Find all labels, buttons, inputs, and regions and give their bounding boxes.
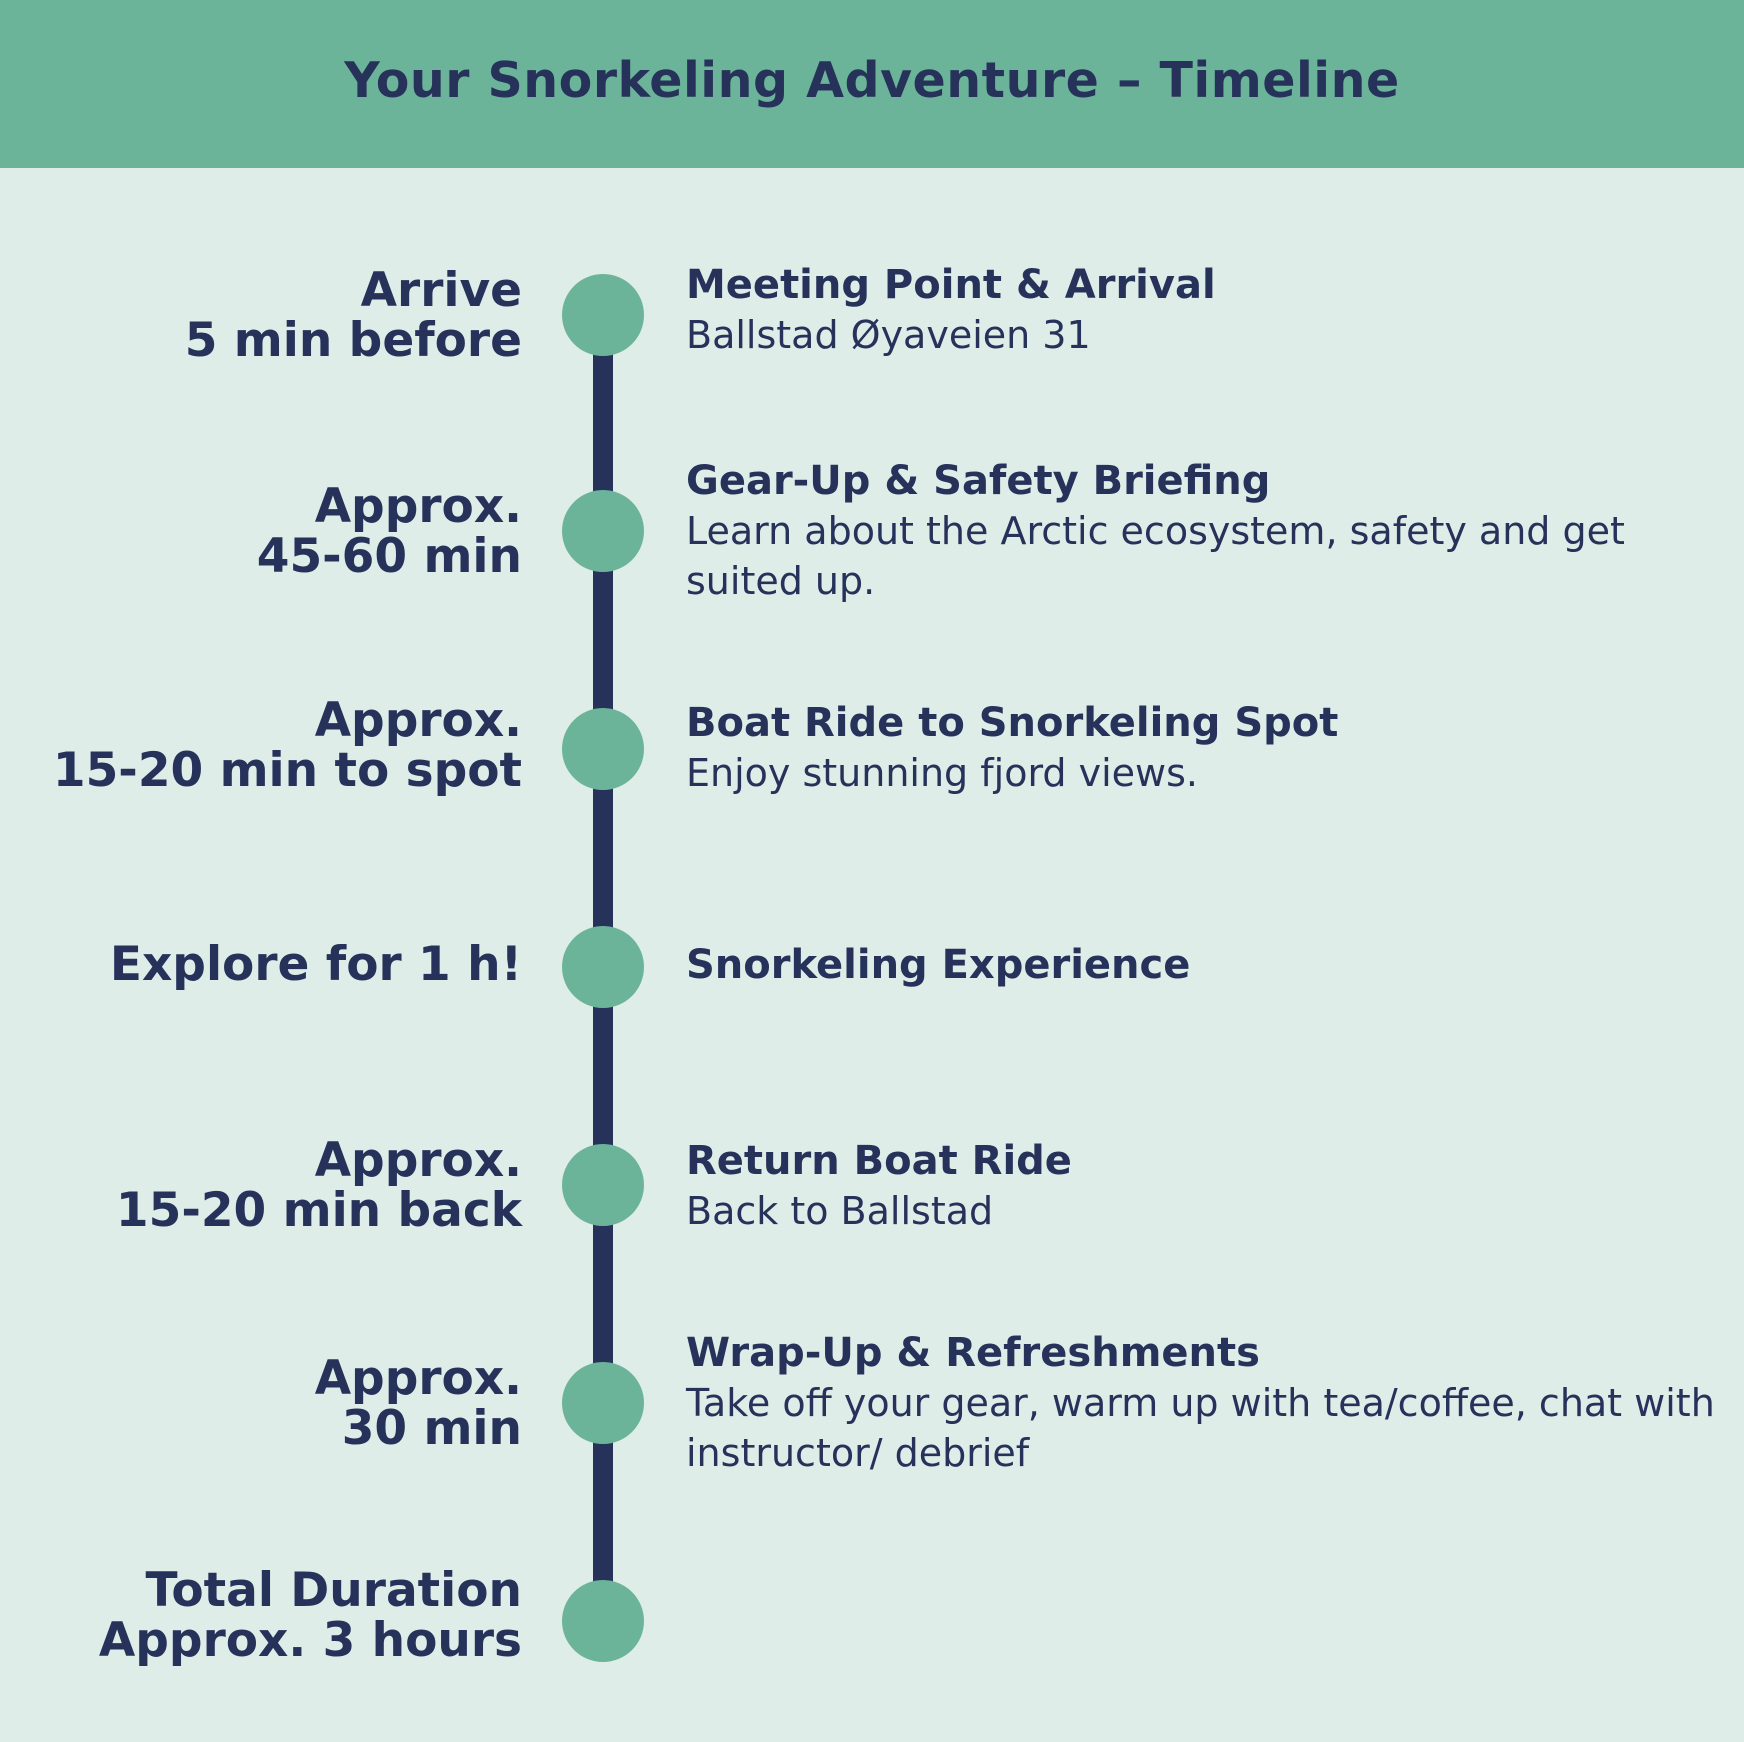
step-title: Return Boat Ride xyxy=(686,1138,1072,1184)
step-time-label: Approx. 45-60 min xyxy=(256,479,522,584)
step-description: Back to Ballstad xyxy=(686,1189,994,1233)
timeline-dot xyxy=(562,1144,644,1226)
timeline-dot xyxy=(562,490,644,572)
timeline-dot xyxy=(562,926,644,1008)
step-description-block: Wrap-Up & Refreshments Take off your gea… xyxy=(686,1328,1726,1478)
header-banner: Your Snorkeling Adventure – Timeline xyxy=(0,0,1744,168)
step-description: Learn about the Arctic ecosystem, safety… xyxy=(686,509,1625,603)
step-description: Take off your gear, warm up with tea/cof… xyxy=(686,1381,1715,1475)
step-description-block: Boat Ride to Snorkeling Spot Enjoy stunn… xyxy=(686,698,1726,798)
step-description-block: Meeting Point & Arrival Ballstad Øyaveie… xyxy=(686,260,1726,360)
step-time-label: Approx. 15-20 min back xyxy=(115,1133,522,1238)
timeline-dot xyxy=(562,1362,644,1444)
step-time-label: Approx. 15-20 min to spot xyxy=(52,693,522,798)
step-title: Gear-Up & Safety Briefing xyxy=(686,458,1271,504)
step-title: Boat Ride to Snorkeling Spot xyxy=(686,700,1339,746)
step-time-label: Total Duration Approx. 3 hours xyxy=(98,1563,522,1668)
timeline-dot xyxy=(562,274,644,356)
step-title: Wrap-Up & Refreshments xyxy=(686,1330,1260,1376)
step-description: Enjoy stunning fjord views. xyxy=(686,751,1198,795)
step-description: Ballstad Øyaveien 31 xyxy=(686,313,1091,357)
step-description-block: Return Boat Ride Back to Ballstad xyxy=(686,1136,1726,1236)
step-time-label: Approx. 30 min xyxy=(314,1351,522,1456)
timeline-dot xyxy=(562,708,644,790)
step-title: Meeting Point & Arrival xyxy=(686,262,1216,308)
step-title: Snorkeling Experience xyxy=(686,942,1191,988)
step-description-block: Gear-Up & Safety Briefing Learn about th… xyxy=(686,456,1726,606)
step-time-label: Arrive 5 min before xyxy=(184,263,522,368)
step-description-block: Snorkeling Experience xyxy=(686,940,1726,990)
page-title: Your Snorkeling Adventure – Timeline xyxy=(344,52,1400,109)
timeline-dot xyxy=(562,1580,644,1662)
step-time-label: Explore for 1 h! xyxy=(109,937,522,992)
